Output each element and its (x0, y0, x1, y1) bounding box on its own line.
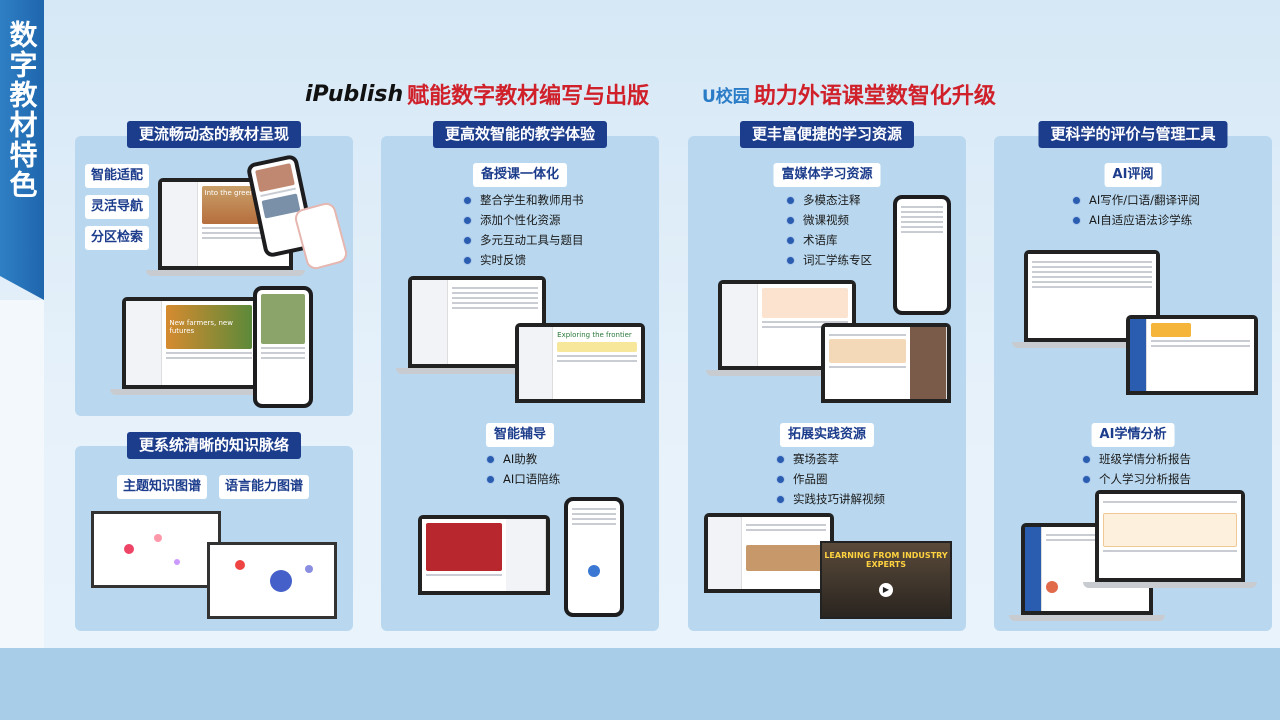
ipublish-logo: iPublish (305, 81, 404, 107)
headline-uschool: U校园助力外语课堂数智化升级 (702, 78, 996, 110)
laptop-screenshot: Exploring the frontier (515, 323, 645, 403)
feature-list: 班级学情分析报告 个人学习分析报告 (1082, 449, 1191, 489)
laptop-screenshot (1083, 490, 1257, 588)
headline-text: 赋能数字教材编写与出版 (407, 84, 650, 109)
phone-screenshot (893, 195, 951, 315)
feature-list: AI写作/口语/翻译评阅 AI自适应语法诊学练 (1072, 190, 1200, 230)
topic-knowledge-graph (91, 511, 221, 588)
graph-tag: 主题知识图谱 (117, 475, 208, 499)
feature-list: 多模态注释 微课视频 术语库 词汇学练专区 (786, 190, 872, 270)
graph-tag: 语言能力图谱 (219, 475, 310, 499)
play-icon[interactable]: ▶ (879, 583, 893, 597)
section-title: 更系统清晰的知识脉络 (126, 432, 302, 459)
feature-tag: 分区检索 (85, 226, 150, 250)
subsection-title: 备授课一体化 (472, 163, 568, 187)
section-title: 更科学的评价与管理工具 (1038, 121, 1228, 148)
list-item: 多模态注释 (786, 190, 872, 210)
list-item: 班级学情分析报告 (1082, 449, 1191, 469)
list-item: AI口语陪练 (486, 469, 560, 489)
list-item: AI自适应语法诊学练 (1072, 210, 1200, 230)
subsection-title: AI学情分析 (1091, 423, 1175, 447)
subsection-title: 富媒体学习资源 (773, 163, 881, 187)
video-caption: LEARNING FROM INDUSTRY EXPERTS (824, 551, 948, 569)
section-title: 更丰富便捷的学习资源 (739, 121, 915, 148)
feature-list: 赛场荟萃 作品圈 实践技巧讲解视频 (776, 449, 885, 509)
section-title: 更高效智能的教学体验 (432, 121, 608, 148)
list-item: 微课视频 (786, 210, 872, 230)
video-player[interactable]: LEARNING FROM INDUSTRY EXPERTS ▶ (820, 541, 952, 619)
list-item: AI写作/口语/翻译评阅 (1072, 190, 1200, 210)
phone-screenshot (564, 497, 624, 617)
list-item: 赛场荟萃 (776, 449, 885, 469)
list-item: 实践技巧讲解视频 (776, 489, 885, 509)
side-title-banner: 数字教材特色 (0, 0, 44, 300)
laptop-screenshot (821, 323, 951, 403)
list-item: 个人学习分析报告 (1082, 469, 1191, 489)
laptop-screenshot (704, 513, 834, 593)
laptop-screenshot: New farmers, new futures (110, 297, 272, 395)
uschool-logo: U校园 (702, 86, 750, 107)
screen-heading: Exploring the frontier (557, 331, 632, 339)
phone-screenshot (253, 286, 313, 408)
laptop-screenshot (418, 515, 550, 595)
list-item: 作品圈 (776, 469, 885, 489)
subsection-title: 智能辅导 (485, 423, 555, 447)
list-item: AI助教 (486, 449, 560, 469)
list-item: 整合学生和教师用书 (463, 190, 584, 210)
laptop-screenshot (1126, 315, 1258, 395)
feature-list: 整合学生和教师用书 添加个性化资源 多元互动工具与题目 实时反馈 (463, 190, 584, 270)
laptop-screenshot (706, 280, 868, 376)
section-title: 更流畅动态的教材呈现 (126, 121, 302, 148)
side-background (0, 300, 44, 648)
language-ability-graph (207, 542, 337, 619)
feature-list: AI助教 AI口语陪练 (486, 449, 560, 489)
bottom-band (0, 648, 1280, 720)
list-item: 多元互动工具与题目 (463, 230, 584, 250)
list-item: 实时反馈 (463, 250, 584, 270)
headline-text: 助力外语课堂数智化升级 (753, 84, 996, 109)
list-item: 词汇学练专区 (786, 250, 872, 270)
feature-tag: 灵活导航 (85, 195, 150, 219)
subsection-title: 拓展实践资源 (779, 423, 875, 447)
subsection-title: AI评阅 (1104, 163, 1162, 187)
list-item: 添加个性化资源 (463, 210, 584, 230)
screen-banner: New farmers, new futures (166, 305, 252, 349)
side-title: 数字教材特色 (5, 20, 39, 200)
list-item: 术语库 (786, 230, 872, 250)
feature-tag: 智能适配 (85, 164, 150, 188)
